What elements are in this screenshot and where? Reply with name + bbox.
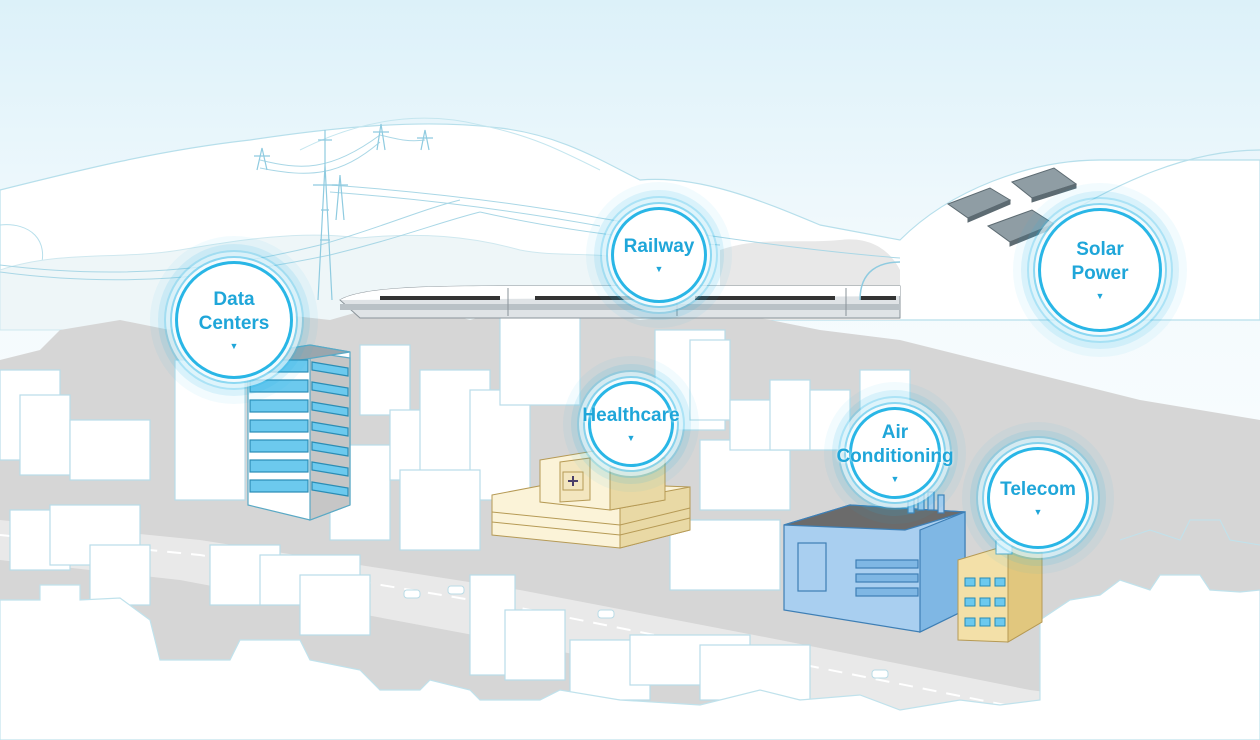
hotspot-railway[interactable]: Railway ▼ — [614, 210, 704, 300]
high-voltage-tower-icon — [254, 123, 433, 301]
hospital-building-icon — [491, 449, 691, 549]
hotspot-solar-power[interactable]: Solar Power ▼ — [1041, 211, 1159, 329]
caret-down-icon: ▼ — [626, 433, 636, 443]
bullet-train-icon — [339, 261, 901, 319]
data-centers-label: Data Centers — [198, 289, 270, 334]
telecom-label: Telecom — [1000, 479, 1076, 500]
air-conditioning-label: Air Conditioning — [836, 422, 954, 467]
caret-down-icon: ▼ — [654, 264, 664, 274]
hotspot-data-centers[interactable]: Data Centers ▼ — [178, 264, 290, 376]
solar-power-label: Solar Power — [1071, 239, 1129, 284]
caret-down-icon: ▼ — [890, 474, 900, 484]
office-building-icon — [783, 491, 966, 633]
railway-label: Railway — [623, 236, 695, 257]
telecom-tower-icon — [957, 520, 1043, 643]
caret-down-icon: ▼ — [1095, 291, 1105, 301]
healthcare-label: Healthcare — [582, 405, 680, 426]
caret-down-icon: ▼ — [229, 341, 239, 351]
data-center-building — [247, 344, 351, 521]
caret-down-icon: ▼ — [1033, 507, 1043, 517]
hotspot-air-conditioning[interactable]: Air Conditioning ▼ — [836, 410, 954, 496]
hotspot-healthcare[interactable]: Healthcare ▼ — [582, 384, 680, 464]
solar-panel-icon — [946, 167, 1078, 247]
hotspot-telecom[interactable]: Telecom ▼ — [990, 450, 1086, 546]
